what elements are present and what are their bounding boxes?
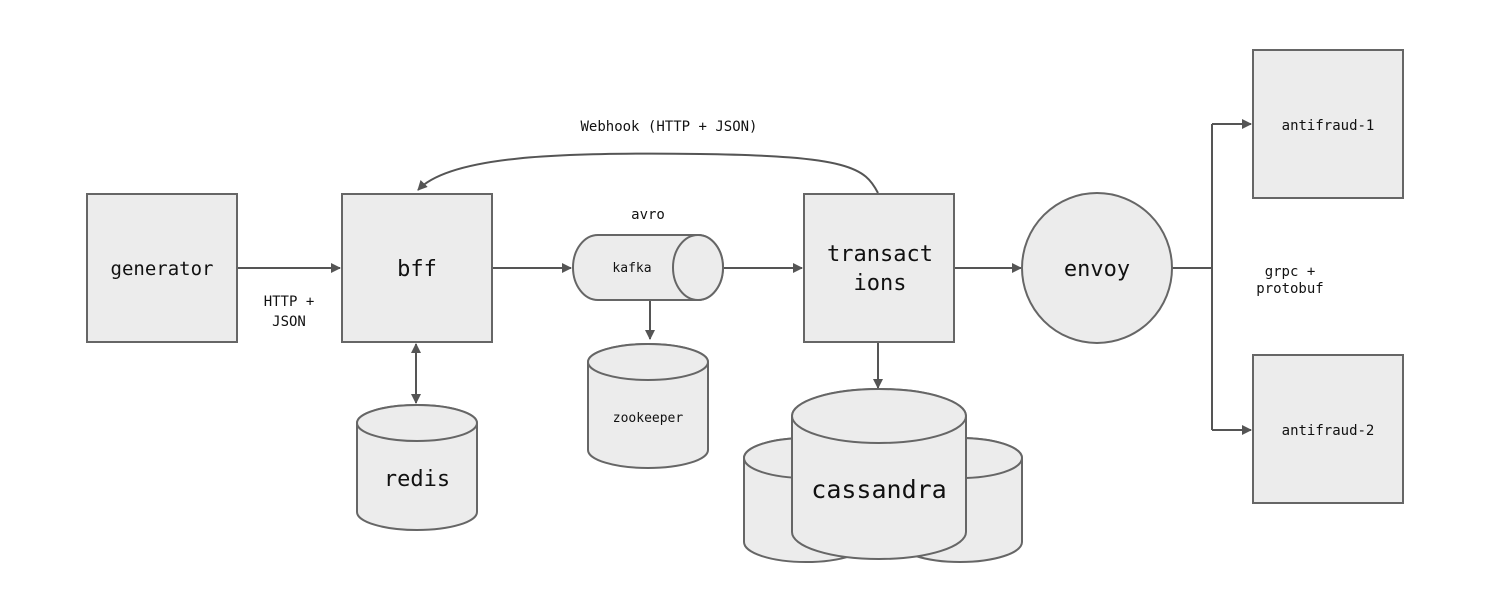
node-generator: generator bbox=[86, 193, 238, 343]
node-redis: redis bbox=[356, 404, 478, 531]
label-webhook: Webhook (HTTP + JSON) bbox=[580, 119, 757, 135]
label-http-json-1: HTTP + bbox=[264, 294, 315, 310]
connectors bbox=[238, 119, 1252, 435]
cassandra-front bbox=[791, 388, 967, 560]
node-bff: bff bbox=[341, 193, 493, 343]
node-generator-label: generator bbox=[111, 258, 214, 280]
node-envoy: envoy bbox=[1021, 192, 1173, 344]
node-antifraud-2-label: antifraud-2 bbox=[1282, 423, 1375, 439]
node-redis-label: redis bbox=[384, 467, 450, 492]
label-grpc-2: protobuf bbox=[1256, 281, 1323, 297]
label-grpc-1: grpc + bbox=[1265, 264, 1316, 280]
node-antifraud-1: antifraud-1 bbox=[1252, 49, 1404, 199]
node-bff-label: bff bbox=[397, 257, 437, 282]
node-cassandra-label: cassandra bbox=[811, 475, 946, 504]
node-cassandra: cassandra bbox=[743, 388, 1023, 563]
node-transactions: transact ions bbox=[803, 193, 955, 343]
edge-webhook bbox=[417, 152, 879, 194]
edge-envoy-antifraud bbox=[1171, 124, 1213, 430]
node-transactions-label-1: transact bbox=[827, 242, 933, 267]
label-http-json-2: JSON bbox=[272, 314, 306, 330]
node-kafka-label: kafka bbox=[612, 261, 651, 276]
node-envoy-label: envoy bbox=[1064, 257, 1130, 282]
node-zookeeper-label: zookeeper bbox=[613, 411, 684, 426]
node-antifraud-2: antifraud-2 bbox=[1252, 354, 1404, 504]
label-avro: avro bbox=[631, 207, 665, 223]
node-antifraud-1-label: antifraud-1 bbox=[1282, 118, 1375, 134]
node-zookeeper: zookeeper bbox=[587, 343, 709, 469]
node-transactions-label-2: ions bbox=[854, 271, 907, 296]
node-kafka: kafka bbox=[572, 234, 724, 301]
